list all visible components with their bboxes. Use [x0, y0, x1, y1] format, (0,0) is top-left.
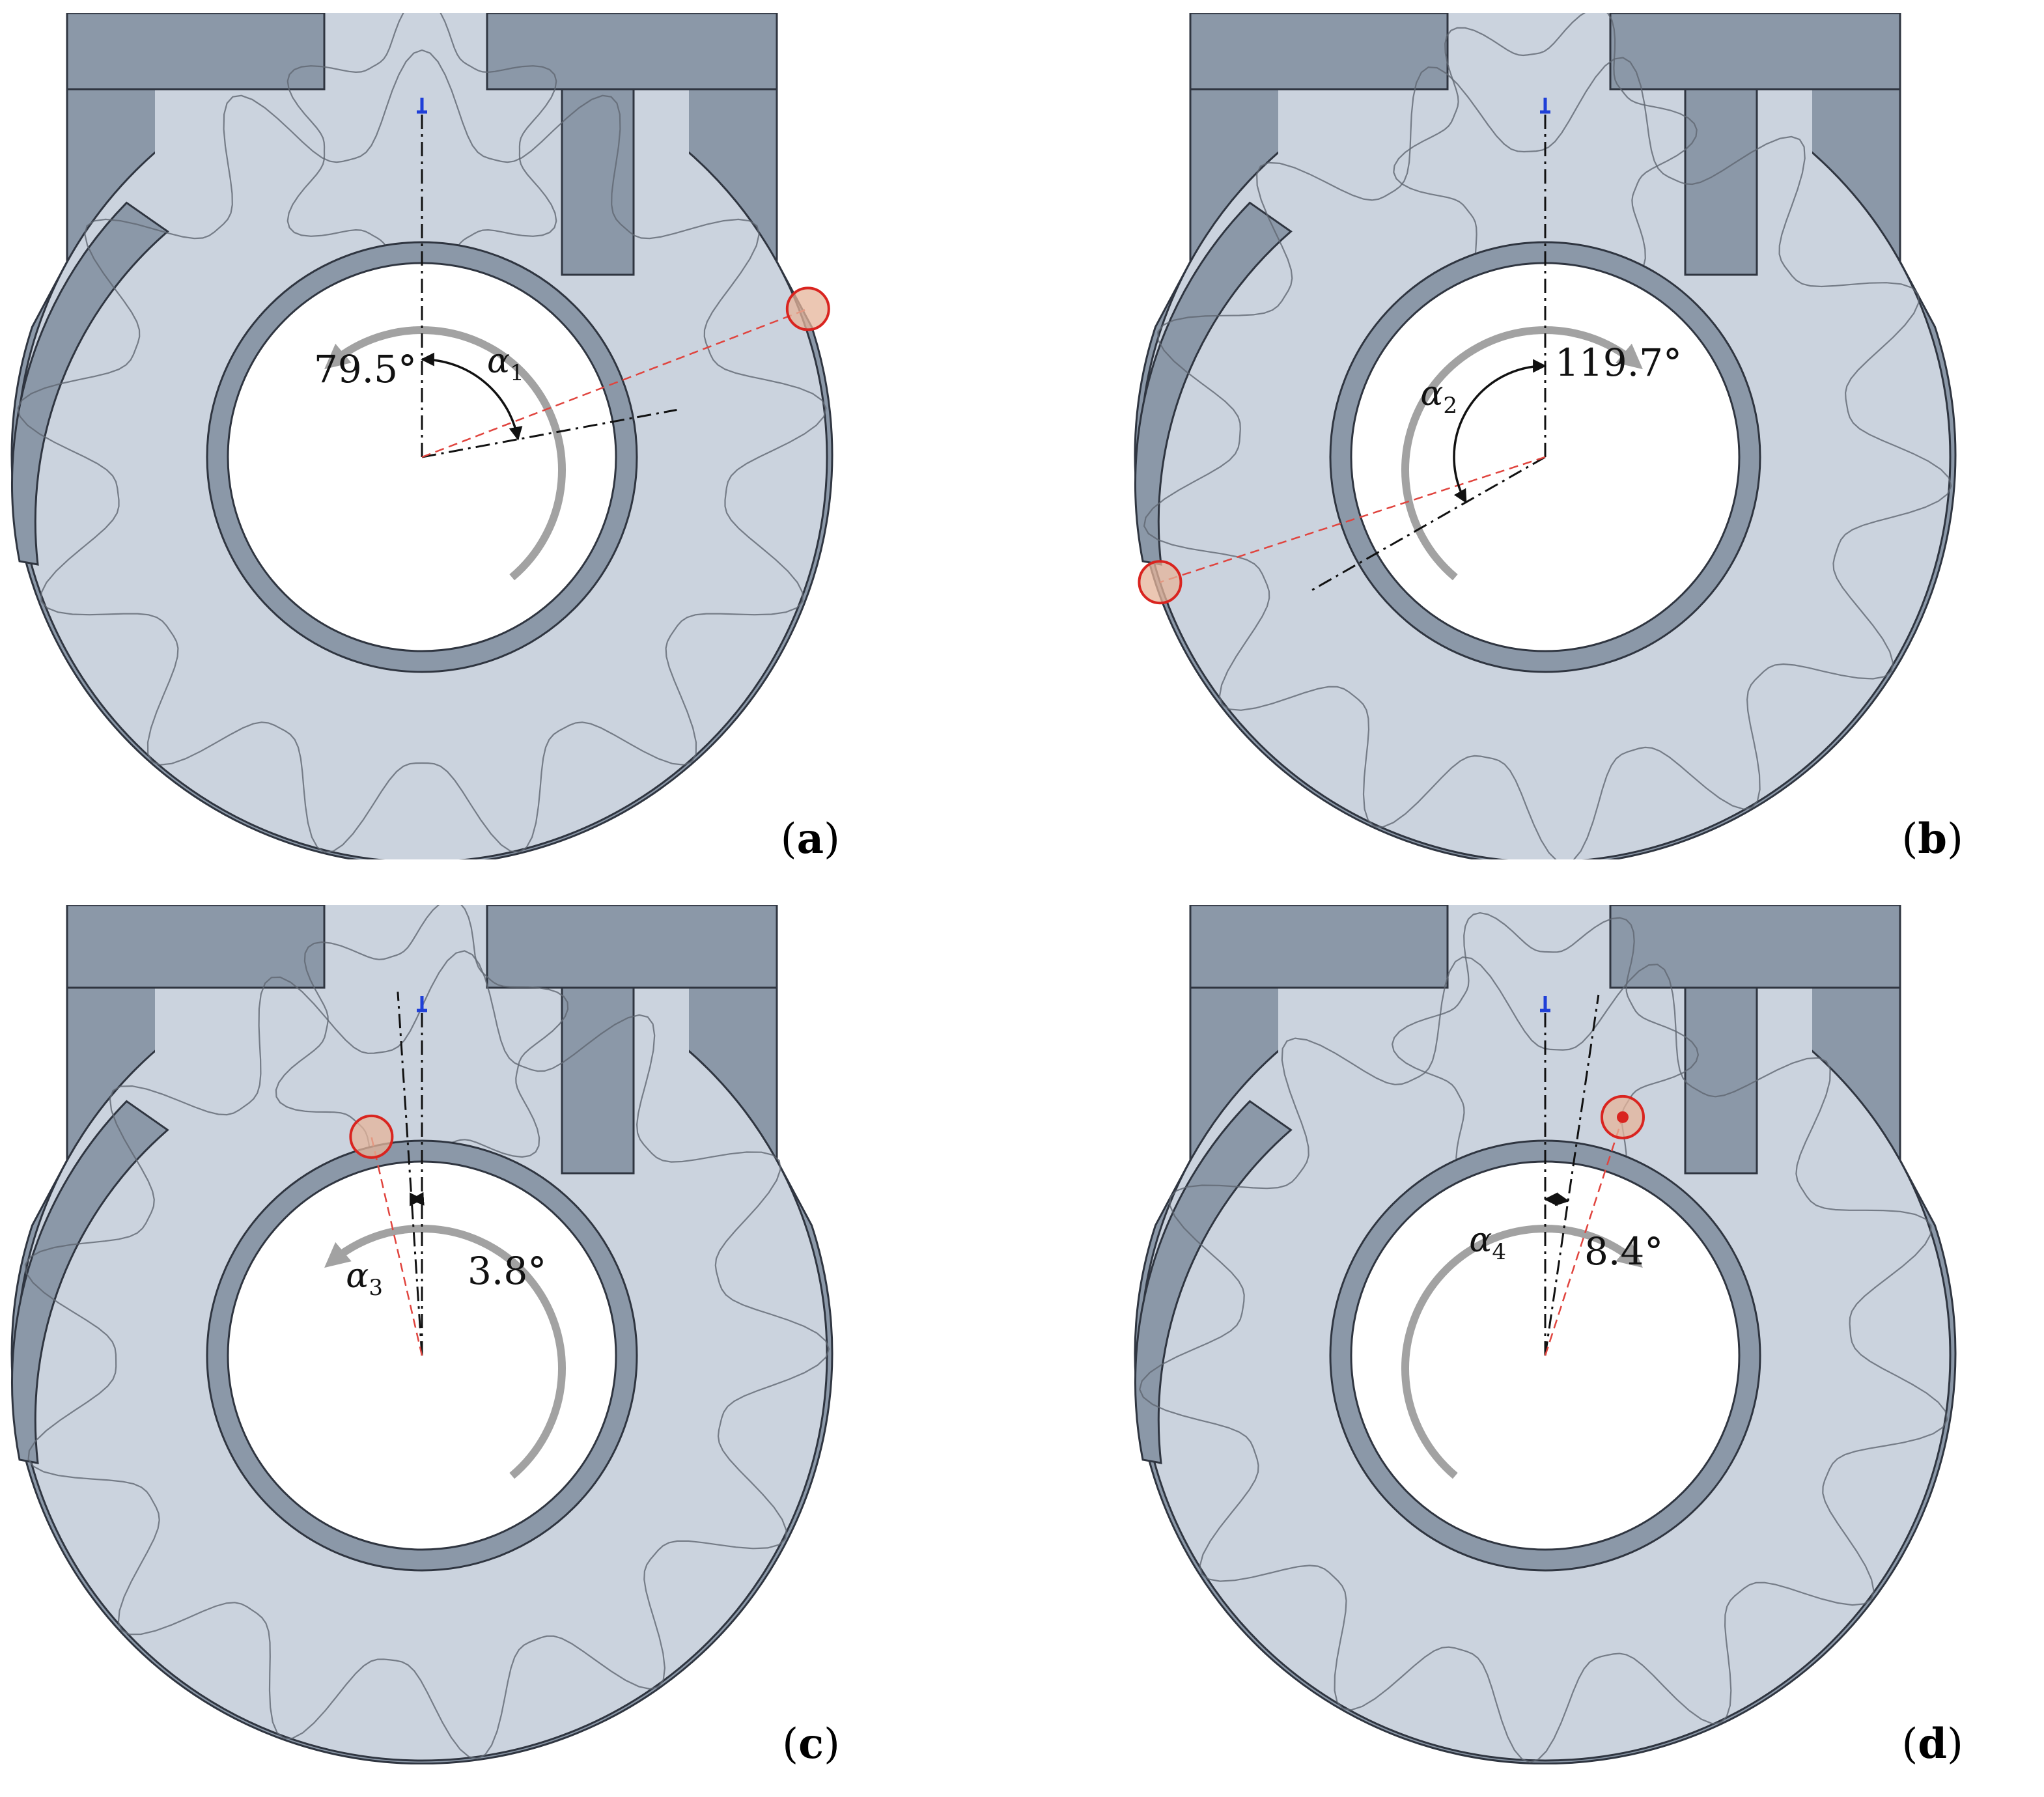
left-block	[1189, 13, 1449, 91]
axis-marker-icon	[417, 98, 427, 114]
angle-value: 79.5°	[314, 347, 417, 391]
divider-bar	[561, 986, 635, 1175]
angle-arc	[420, 352, 523, 441]
angle-line	[1544, 994, 1600, 1356]
outer-gear-teeth	[1143, 57, 1952, 859]
panel-label: (d)	[1901, 1720, 1963, 1768]
contact-marker	[349, 1114, 394, 1159]
contact-line	[1544, 1117, 1624, 1356]
crescent-strip	[10, 201, 169, 566]
left-block	[1189, 905, 1449, 989]
angle-arc	[410, 1191, 425, 1206]
alpha-label: α1	[487, 342, 524, 386]
rotation-arrow	[1401, 1225, 1643, 1479]
panel-label: (a)	[781, 815, 840, 863]
crescent-strip	[1134, 1100, 1293, 1464]
contact-line	[1160, 456, 1546, 583]
axis-marker-icon	[417, 996, 427, 1012]
alpha-label: α2	[1420, 374, 1457, 419]
pump-body	[10, 905, 833, 1764]
right-block	[486, 905, 778, 989]
angle-line	[1307, 456, 1546, 594]
outer-gear-teeth	[24, 950, 830, 1760]
angle-line	[421, 408, 677, 458]
outer-gear-teeth	[1139, 956, 1948, 1763]
contact-line	[421, 308, 809, 458]
right-block	[1609, 13, 1901, 91]
divider-bar	[1684, 986, 1758, 1175]
angle-value: 8.4°	[1584, 1229, 1663, 1274]
alpha-label: α4	[1469, 1221, 1506, 1265]
rotation-arrow	[324, 1225, 566, 1479]
alpha-label: α3	[346, 1257, 383, 1301]
contact-line	[371, 1136, 423, 1356]
divider-bar	[1684, 88, 1758, 276]
panel-label: (c)	[782, 1720, 840, 1768]
outer-gear-teeth	[17, 49, 827, 853]
angle-value: 119.7°	[1555, 341, 1682, 385]
axis-marker-icon	[1540, 996, 1550, 1012]
rotation-arrow	[1401, 326, 1643, 581]
rotation-arrow	[324, 326, 566, 581]
angle-line	[397, 992, 423, 1356]
angle-arc	[1543, 1192, 1570, 1206]
panel-label: (b)	[1901, 815, 1963, 863]
left-block	[66, 13, 326, 91]
axis-marker-icon	[1540, 98, 1550, 114]
crescent-strip	[1134, 201, 1293, 566]
panel-d: 8.4° α4 (d)	[1134, 905, 1963, 1768]
angle-value: 3.8°	[468, 1249, 546, 1293]
panel-c: 3.8° α3 (c)	[10, 905, 840, 1768]
right-block	[1609, 905, 1901, 989]
pump-body	[10, 13, 833, 859]
crescent-strip	[10, 1100, 169, 1464]
left-block	[66, 905, 326, 989]
angle-arc	[1453, 359, 1547, 504]
panel-a: 79.5° α1 (a)	[10, 13, 840, 863]
divider-bar	[561, 88, 635, 276]
panel-b: 119.7° α2 (b)	[1134, 13, 1963, 863]
right-block	[486, 13, 778, 91]
contact-dot	[1616, 1111, 1629, 1123]
contact-marker	[1138, 560, 1183, 605]
contact-marker	[785, 286, 830, 331]
